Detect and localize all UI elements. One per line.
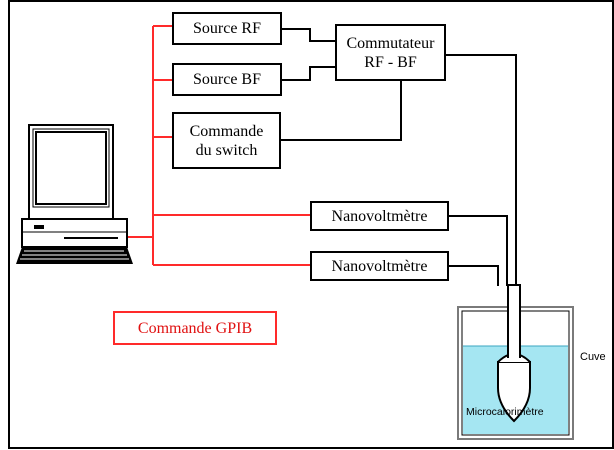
microcalorimetre-label: Microcalorimètre: [466, 406, 544, 418]
gpib-legend-label: Commande GPIB: [137, 319, 253, 337]
gpib-bus: [127, 25, 310, 266]
cuve-label: Cuve: [580, 351, 606, 363]
nanovoltmetre-box-1: Nanovoltmètre: [310, 201, 449, 231]
nanovoltmetre-label-2: Nanovoltmètre: [331, 257, 428, 275]
commande-switch-label-line2: du switch: [195, 141, 258, 159]
diagram-frame: [8, 0, 614, 449]
commande-switch-box: Commande du switch: [172, 112, 281, 169]
microcalorimeter-probe-icon: [497, 284, 531, 423]
commutateur-box: Commutateur RF - BF: [335, 24, 446, 81]
source-bf-box: Source BF: [172, 63, 282, 96]
source-rf-label: Source RF: [193, 20, 261, 37]
commutateur-label-line2: RF - BF: [364, 53, 417, 71]
source-bf-label: Source BF: [193, 71, 261, 88]
gpib-legend: Commande GPIB: [113, 311, 277, 345]
commutateur-label-line1: Commutateur: [346, 34, 435, 52]
commande-switch-label-line1: Commande: [189, 122, 264, 140]
source-rf-box: Source RF: [172, 12, 282, 45]
nanovoltmetre-label-1: Nanovoltmètre: [331, 207, 428, 225]
computer-icon: [16, 124, 133, 264]
signal-wires: [281, 28, 517, 286]
nanovoltmetre-box-2: Nanovoltmètre: [310, 251, 449, 281]
